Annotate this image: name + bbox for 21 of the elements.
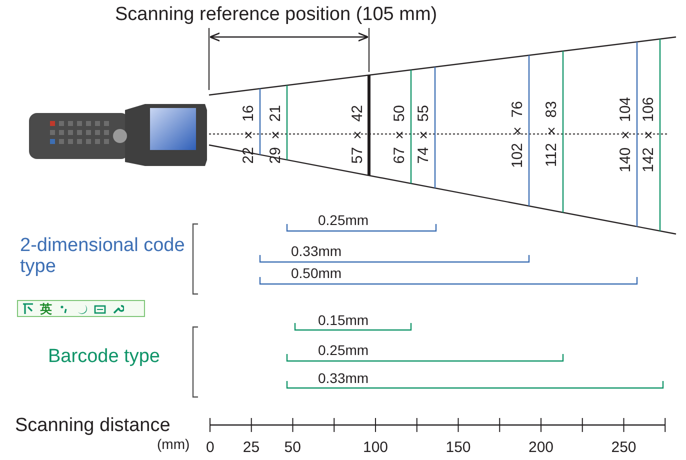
code-type-label: Barcode type	[48, 347, 160, 368]
module-size-label: 0.33mm	[318, 371, 369, 386]
tick-label: 0	[206, 440, 214, 456]
tick-label: 25	[242, 440, 260, 456]
tick-label: 200	[528, 440, 554, 456]
tick-label: 50	[284, 440, 301, 456]
module-size-label: 0.25mm	[318, 213, 369, 228]
field-size-label: 112 × 83	[544, 101, 558, 167]
module-size-label: 0.33mm	[291, 244, 342, 260]
dimension-label: Scanning reference position (105 mm)	[115, 5, 438, 26]
axis-unit: (mm)	[157, 437, 190, 452]
axis-title: Scanning distance	[15, 416, 170, 437]
language-indicator: 英	[40, 302, 52, 314]
module-size-label: 0.25mm	[318, 343, 369, 358]
tick-label: 100	[363, 440, 388, 456]
tick-label: 250	[611, 440, 636, 456]
module-size-label: 0.15mm	[318, 313, 369, 328]
code-type-label: 2-dimensional code type	[20, 236, 186, 278]
module-size-label: 0.50mm	[291, 266, 342, 282]
field-size-label: 102 × 76	[510, 100, 524, 168]
tick-label: 150	[446, 440, 471, 456]
